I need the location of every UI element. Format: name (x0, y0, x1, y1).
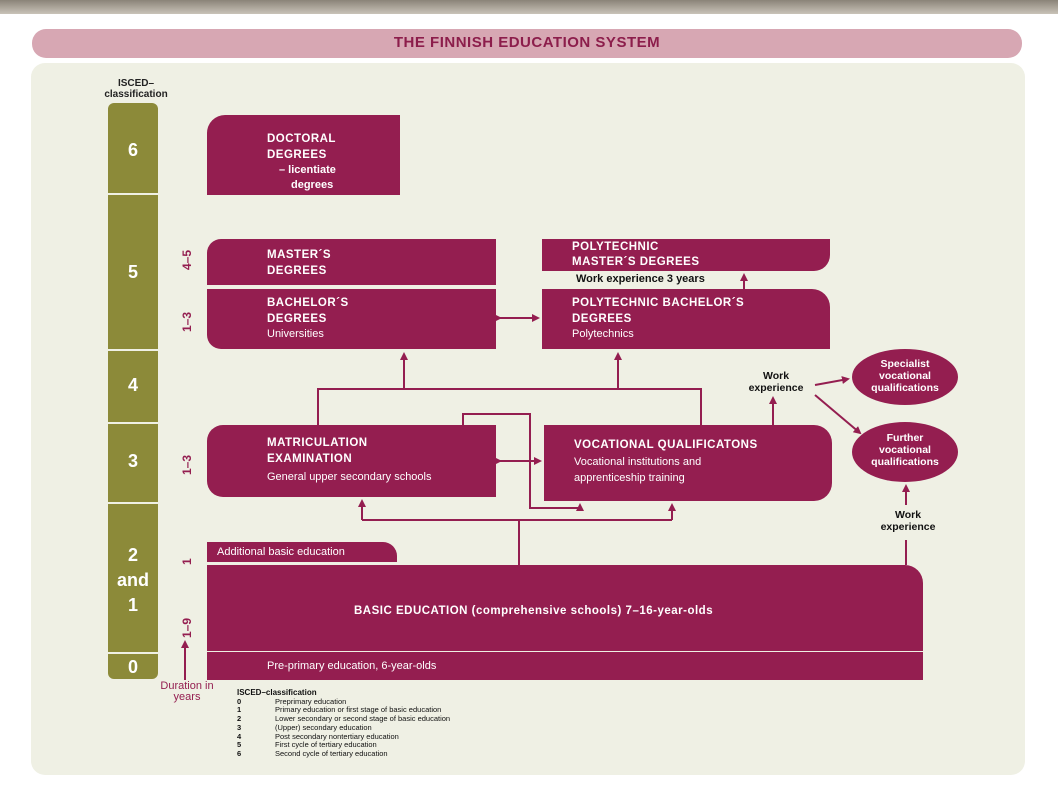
isced-level-5: 5 (127, 262, 138, 282)
work-experience-note-b: Work experience (870, 509, 946, 533)
poly-masters-title-2: MASTER´S DEGREES (572, 256, 700, 268)
masters-title-1: MASTER´S (267, 249, 332, 261)
bachelors-degrees-box: BACHELOR´S DEGREES Universities (207, 289, 496, 349)
legend-code: 4 (237, 731, 242, 741)
further-line-2: vocational (879, 444, 931, 456)
legend-text: (Upper) secondary education (275, 722, 372, 732)
poly-masters-title-1: POLYTECHNIC (572, 241, 659, 253)
isced-divider (108, 193, 158, 195)
isced-divider (108, 349, 158, 351)
legend-text: Second cycle of tertiary education (275, 748, 388, 758)
bachelors-title-1: BACHELOR´S (267, 297, 349, 309)
work-experience-a-1: Work (762, 370, 790, 382)
isced-column (108, 103, 158, 679)
legend-code: 3 (237, 722, 242, 732)
preprimary-divider (207, 651, 923, 652)
poly-masters-box: POLYTECHNIC MASTER´S DEGREES (542, 239, 830, 271)
upper-to-higher-bar (317, 388, 702, 425)
legend-code: 6 (237, 748, 242, 758)
isced-level-3: 3 (127, 451, 138, 471)
cross-link (462, 413, 584, 511)
page-title: THE FINNISH EDUCATION SYSTEM (393, 34, 661, 51)
vocational-sub-1: Vocational institutions and (574, 456, 702, 468)
duration-label: Duration in years (160, 680, 214, 703)
vocational-title: VOCATIONAL QUALIFICATONS (574, 439, 758, 451)
legend-text: Primary education or first stage of basi… (275, 705, 442, 715)
legend-row: 6 Second cycle of tertiary education (237, 748, 450, 759)
top-bar (0, 0, 1058, 14)
legend-text: Preprimary education (275, 696, 347, 706)
specialist-line-2: vocational (879, 370, 931, 382)
legend: ISCED–classification 0 Preprimary educati… (237, 688, 451, 759)
legend-row: 5 First cycle of tertiary education (237, 740, 450, 750)
preprimary-label: Pre-primary education, 6-year-olds (267, 660, 437, 672)
matriculation-sub: General upper secondary schools (267, 471, 432, 483)
work-experience-note-a: Work experience (738, 370, 814, 394)
isced-level-0: 0 (127, 657, 138, 677)
legend-header: ISCED–classification (237, 688, 317, 697)
specialist-line-1: Specialist (880, 358, 930, 370)
doctoral-title-1: DOCTORAL (267, 133, 336, 145)
masters-title-2: DEGREES (267, 265, 327, 277)
work-experience-a-2: experience (748, 382, 804, 394)
legend-text: Post secondary nontertiary education (275, 731, 399, 741)
matriculation-title-1: MATRICULATION (267, 437, 368, 449)
specialist-qualifications-circle: Specialist vocational qualifications (852, 349, 958, 405)
legend-row: 2 Lower secondary or second stage of basi… (237, 714, 451, 724)
work-experience-b-1: Work (894, 509, 922, 521)
bachelors-sub: Universities (267, 328, 324, 340)
isced-level-6: 6 (127, 140, 138, 160)
work-experience-3-years: Work experience 3 years (576, 273, 705, 285)
isced-divider (108, 422, 158, 424)
matriculation-box: MATRICULATION EXAMINATION General upper … (207, 425, 496, 497)
vocational-box: VOCATIONAL QUALIFICATONS Vocational inst… (544, 425, 832, 501)
specialist-line-3: qualifications (871, 382, 939, 394)
additional-basic-label: Additional basic education (217, 546, 345, 558)
to-further-arrow (814, 394, 862, 435)
additional-basic-box: Additional basic education (207, 542, 397, 562)
legend-row: 0 Preprimary education (237, 696, 450, 707)
isced-divider (108, 502, 158, 504)
matriculation-title-2: EXAMINATION (267, 453, 353, 465)
isced-level-4: 4 (127, 375, 138, 395)
legend-row: 4 Post secondary nontertiary education (237, 731, 450, 742)
further-qualifications-circle: Further vocational qualifications (852, 422, 958, 482)
isced-divider (108, 652, 158, 654)
to-specialist-arrow (814, 376, 850, 386)
poly-bachelors-title-2: DEGREES (572, 313, 632, 325)
poly-bachelors-title-1: POLYTECHNIC BACHELOR´S (572, 297, 745, 309)
masters-degrees-box: MASTER´S DEGREES (207, 239, 496, 285)
legend-code: 0 (237, 696, 242, 706)
work-experience-b-2: experience (880, 521, 936, 533)
title-band: THE FINNISH EDUCATION SYSTEM (32, 29, 1022, 58)
isced-level-1: 1 (127, 595, 138, 615)
legend-text: Lower secondary or second stage of basic… (275, 714, 451, 724)
legend-code: 5 (237, 740, 242, 750)
basic-education-box: BASIC EDUCATION (comprehensive schools) … (207, 565, 923, 680)
legend-row: 3 (Upper) secondary education (237, 722, 450, 733)
isced-level-and: and (116, 570, 149, 590)
poly-bachelors-box: POLYTECHNIC BACHELOR´S DEGREES Polytechn… (542, 289, 830, 349)
legend-row: 1 Primary education or first stage of bas… (237, 706, 450, 715)
doctoral-title-2: DEGREES (267, 149, 327, 161)
doctoral-sub-1: – licentiate (279, 164, 336, 176)
isced-level-2: 2 (127, 545, 138, 565)
doctoral-degrees-box: DOCTORAL DEGREES – licentiate degrees (207, 115, 400, 195)
legend-text: First cycle of tertiary education (275, 740, 377, 750)
further-line-1: Further (886, 432, 924, 444)
legend-code: 2 (237, 714, 242, 724)
doctoral-sub-2: degrees (291, 179, 334, 191)
vocational-sub-2: apprenticeship training (574, 472, 685, 484)
poly-bachelors-sub: Polytechnics (572, 328, 634, 340)
further-line-3: qualifications (871, 456, 939, 468)
bachelors-title-2: DEGREES (267, 313, 327, 325)
basic-education-label: BASIC EDUCATION (comprehensive schools) … (354, 605, 714, 617)
isced-header: ISCED–classification (104, 78, 168, 100)
legend-code: 1 (237, 705, 242, 715)
